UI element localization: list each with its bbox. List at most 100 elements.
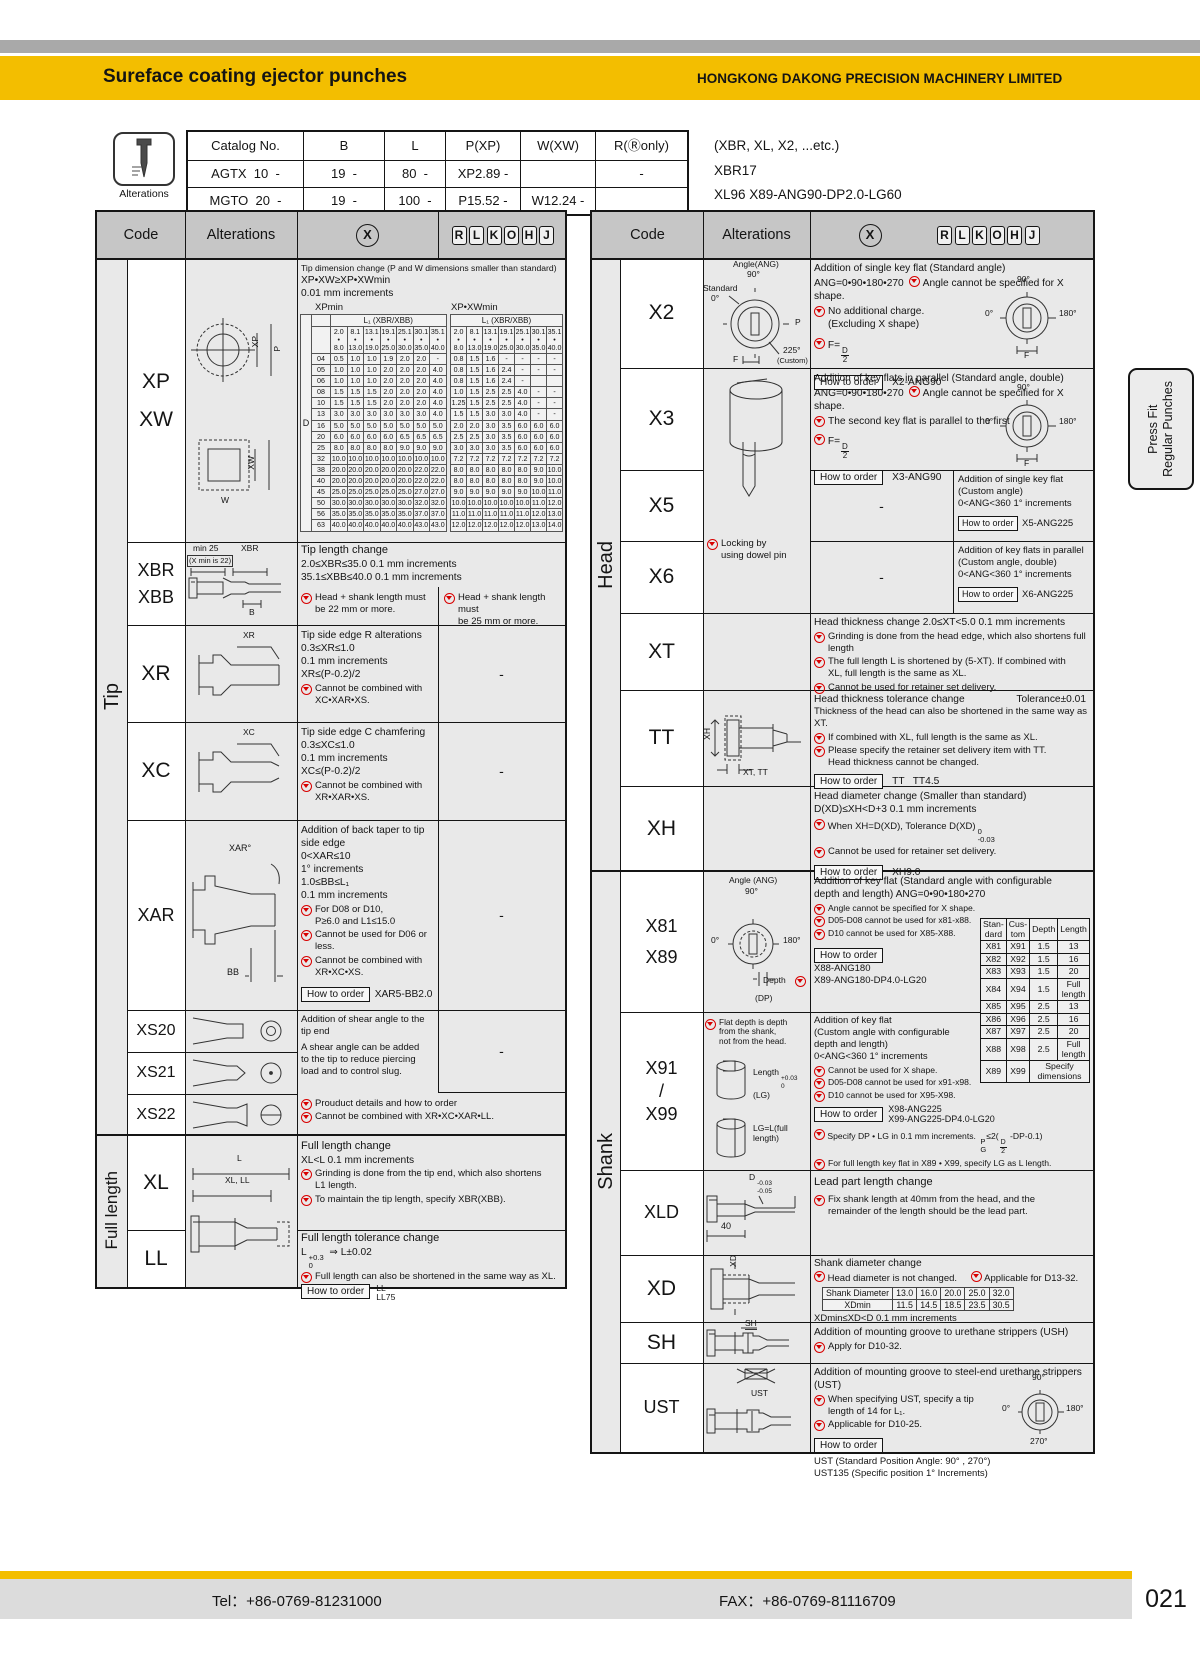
xd-rule: XDmin≤XD<D 0.1 mm increments xyxy=(814,1313,957,1324)
ll-title: Full length tolerance change xyxy=(301,1232,440,1244)
catalog-cell xyxy=(595,187,687,214)
divider xyxy=(127,722,565,723)
warning-icon xyxy=(814,682,825,694)
warning-note: Angle cannot be specified for X shape. xyxy=(814,903,980,915)
how-to-order-box: How to order xyxy=(814,774,884,789)
warning-icon xyxy=(814,657,825,668)
divider xyxy=(953,470,954,613)
row-xbr-content: Tip length change 2.0≤XBR≤35.0 0.1 mm in… xyxy=(301,544,561,584)
full-length-diagram-icon xyxy=(190,1168,290,1253)
text-line: (Custom angle) xyxy=(958,486,1023,497)
warning-note: Fix shank length at 40mm from the head, … xyxy=(814,1194,1091,1218)
code-xs20: XS20 xyxy=(136,1022,176,1039)
divider xyxy=(185,212,186,1287)
punch-icon xyxy=(132,138,152,178)
code-xd: XD xyxy=(646,1276,677,1300)
divider xyxy=(620,690,1093,691)
x5-order-example: X5-ANG225 xyxy=(1021,518,1074,529)
catalog-row: MGTO 20 -19 -100 -P15.52 -W12.24 - xyxy=(188,187,687,214)
warning-icon xyxy=(301,930,312,941)
warning-icon xyxy=(301,780,312,792)
warning-note: For full length key flat in X89 • X99, s… xyxy=(814,1158,1091,1170)
warning-icon xyxy=(909,276,921,287)
divider xyxy=(127,1010,565,1011)
x2-order-example: X2-ANG90 xyxy=(892,376,942,388)
delivery-code-l: L xyxy=(469,225,484,245)
warning-note: Locking by using dowel pin xyxy=(707,538,807,562)
warning-note: Cannot be combined with XR•XC•XS. xyxy=(301,955,437,979)
x2-angle-circle-diagram: 90° 0° 180° F xyxy=(967,274,1087,364)
xs-paragraph2: A shear angle can be added to the tip to… xyxy=(301,1042,420,1077)
delivery-code-k: K xyxy=(486,225,502,245)
xp-rule: XP•XW≥XP•XWmin xyxy=(301,275,391,286)
col-header-x: X xyxy=(297,212,438,258)
code-ll: LL xyxy=(144,1246,168,1270)
x5-dash: - xyxy=(879,497,884,514)
warning-icon xyxy=(707,538,718,550)
warning-note: Grinding is done from the tip end, which… xyxy=(301,1168,561,1192)
text-line: XL96 X89-ANG90-DP2.0-LG60 xyxy=(714,187,902,202)
warning-icon xyxy=(301,1272,312,1283)
shear-angle-diagram-icon xyxy=(192,1101,282,1129)
diagram-x91: Flat depth is depth from the shank, not … xyxy=(705,1016,810,1170)
catalog-cell: P15.52 - xyxy=(445,187,520,214)
group-tip: Tip xyxy=(100,683,123,711)
divider xyxy=(97,1134,565,1136)
catalog-cell: - xyxy=(595,160,687,187)
how-to-order-box: How to order xyxy=(814,469,884,485)
x3-order-example: X3-ANG90 xyxy=(892,471,942,483)
warning-icon xyxy=(795,976,806,987)
text-line: Addition of single key flat xyxy=(958,474,1064,485)
catalog-header-cell: B xyxy=(303,132,384,160)
warning-icon xyxy=(814,819,825,830)
head-thickness-diagram-icon xyxy=(710,715,801,774)
code-sh: SH xyxy=(646,1330,677,1354)
warning-icon xyxy=(814,1341,825,1353)
warning-note: Cannot be used for retainer set delivery… xyxy=(814,682,1093,694)
code-xl: XL xyxy=(143,1171,169,1194)
warning-note: Cannot be combined with XR•XC•XAR•LL. xyxy=(301,1111,561,1123)
x91-lines: Addition of key flat(Custom angle with c… xyxy=(814,1015,978,1063)
warning-icon xyxy=(814,433,825,445)
alterations-icon xyxy=(113,132,175,186)
row-sh-content: Addition of mounting groove to urethane … xyxy=(814,1326,1091,1353)
xbr-range2: 35.1≤XBB≤40.0 0.1 mm increments xyxy=(301,571,462,583)
catalog-cell: XP2.89 - xyxy=(445,160,520,187)
xar-dash: - xyxy=(499,907,504,923)
delivery-code-o: O xyxy=(989,225,1005,245)
x6-lines: Addition of key flats in parallel(Custom… xyxy=(958,545,1090,581)
text-line: 0<XAR≤10 xyxy=(301,851,351,862)
how-to-order-box: How to order xyxy=(958,516,1018,531)
x5-lines: Addition of single key flat(Custom angle… xyxy=(958,474,1090,510)
text-line: (Custom angle with configurable xyxy=(814,1027,950,1038)
text-line: 1° increments xyxy=(301,864,364,875)
warning-note: D10 cannot be used for X95-X98. xyxy=(814,1090,980,1102)
back-taper-diagram-icon xyxy=(192,863,283,982)
text-line: 0<ANG<360 1° increments xyxy=(814,1051,928,1062)
text-line: depth and length) xyxy=(814,1039,888,1050)
text-line: Tip side edge C chamfering xyxy=(301,727,426,738)
how-to-order-box: How to order xyxy=(958,587,1018,602)
shear-flat-diagram-icon xyxy=(192,1017,282,1045)
xs-dash: - xyxy=(499,1043,504,1059)
tip-length-diagram-icon xyxy=(188,568,281,608)
warning-icon xyxy=(814,305,825,317)
divider xyxy=(297,1230,565,1231)
warning-note: Apply for D10-32. xyxy=(814,1341,1091,1353)
code-xs22: XS22 xyxy=(136,1106,176,1123)
top-gray-bar xyxy=(0,40,1200,53)
xh-title: Head diameter change (Smaller than stand… xyxy=(814,791,1027,802)
diagram-xc: XC xyxy=(185,722,297,820)
warning-icon xyxy=(814,746,825,757)
warning-note: To maintain the tip length, specify XBR(… xyxy=(301,1194,561,1206)
row-x3-content: Addition of key flats in parallel (Stand… xyxy=(814,372,1091,485)
warning-icon xyxy=(814,1090,825,1102)
